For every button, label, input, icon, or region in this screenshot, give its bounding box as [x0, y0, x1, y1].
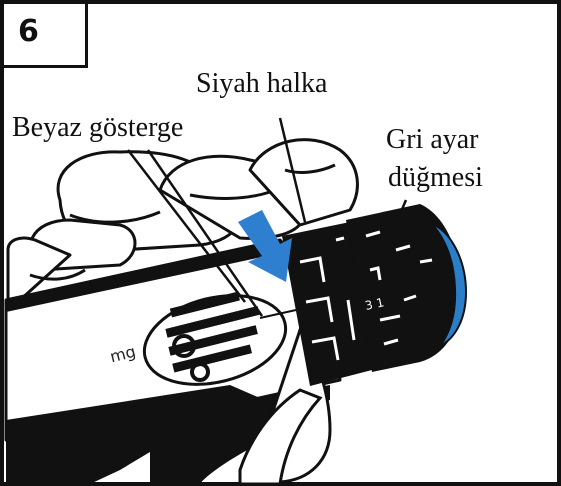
- black-ring-label: Siyah halka: [196, 70, 327, 98]
- white-indicator-label: Beyaz gösterge: [12, 114, 183, 142]
- grey-knob-label-line2: düğmesi: [388, 164, 483, 192]
- step-number: 6: [4, 4, 88, 68]
- grey-knob-label-line1: Gri ayar: [386, 126, 479, 154]
